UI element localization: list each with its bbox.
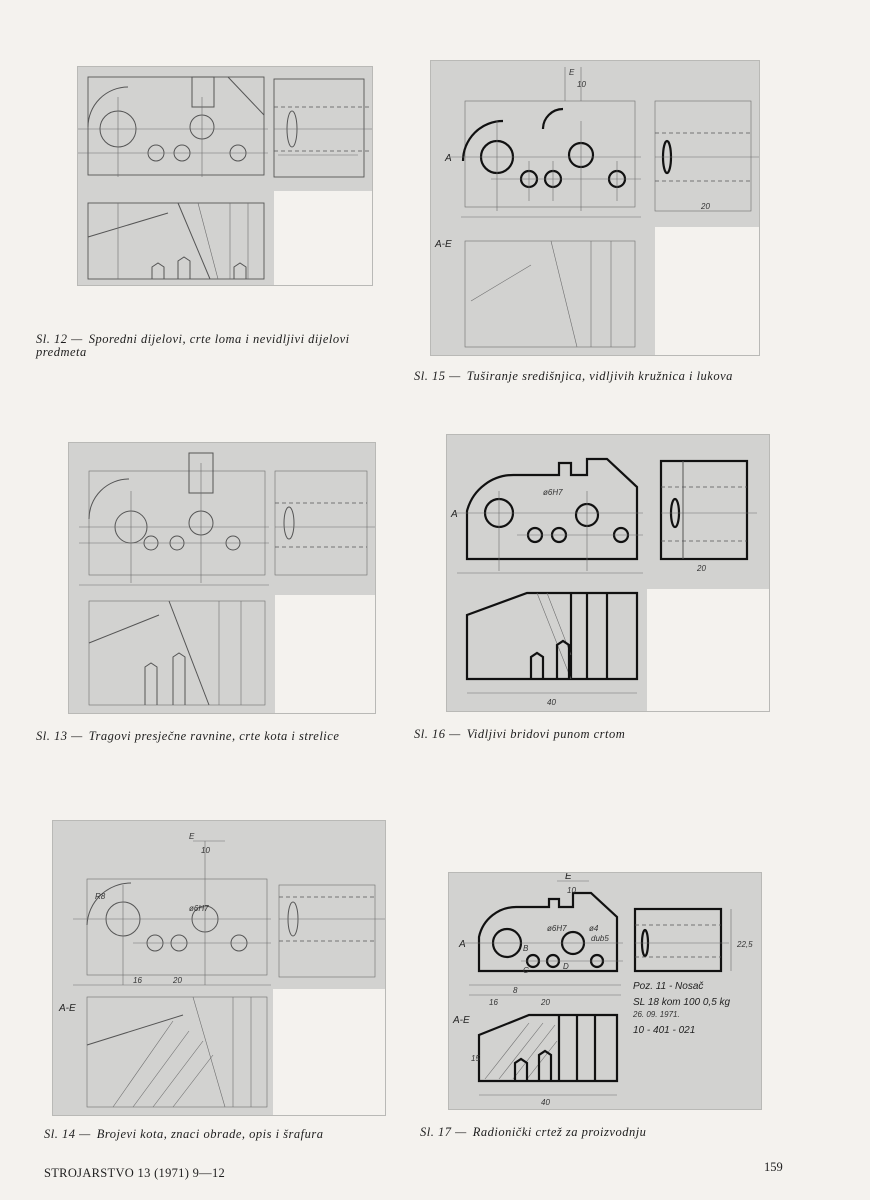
figure-15-label: Sl. 15 —: [414, 369, 461, 383]
figure-14-caption: Sl. 14 — Brojevi kota, znaci obrade, opis…: [44, 1128, 414, 1141]
fig14-fit-label: ø6H7: [189, 904, 209, 913]
fig17-point-b: B: [523, 944, 529, 953]
figure-12-caption-text: Sporedni dijelovi, crte loma i nevidljiv…: [36, 332, 350, 359]
figure-17-drawing: E 10 A B C D ø6H7 ø4 dub5 8 16 20 22,5 A…: [448, 872, 762, 1110]
page-number: 159: [764, 1160, 783, 1174]
fig16-view-a-label: A: [450, 509, 458, 520]
fig17-dim-225: 22,5: [736, 940, 753, 949]
figure-12-label: Sl. 12 —: [36, 332, 83, 346]
fig17-dim-16: 16: [489, 998, 498, 1007]
figure-12-drawing: [77, 66, 373, 286]
fig17-dim-8: 8: [513, 986, 518, 995]
figure-16-caption: Sl. 16 — Vidljivi bridovi punom crtom: [414, 728, 774, 741]
fig17-bore-label: ø4: [589, 924, 599, 933]
fig14-dim-e: E: [189, 832, 195, 841]
fig16-dim-40: 40: [547, 698, 556, 707]
fig17-point-d: D: [563, 962, 569, 971]
fig14-dim-16: 16: [133, 976, 142, 985]
title-block-number: 10 - 401 - 021: [633, 1025, 695, 1036]
fig17-section-label: A-E: [452, 1015, 470, 1026]
figure-14-label: Sl. 14 —: [44, 1127, 91, 1141]
fig17-dim-15: 15: [471, 1054, 480, 1063]
fig17-dim-10: 10: [567, 886, 576, 895]
fig15-section-label: A-E: [434, 239, 452, 250]
fig15-dim-e: E: [569, 68, 575, 77]
figure-12-caption: Sl. 12 —Sporedni dijelovi, crte loma i n…: [36, 333, 386, 359]
fig15-view-a-label: A: [444, 153, 452, 164]
journal-footer: STROJARSTVO 13 (1971) 9—12: [44, 1166, 226, 1180]
figure-16-caption-text: Vidljivi bridovi punom crtom: [466, 727, 626, 741]
figure-16-label: Sl. 16 —: [414, 727, 461, 741]
fig14-section-label: A-E: [58, 1003, 76, 1014]
title-block-position: Poz. 11 - Nosač: [633, 981, 703, 992]
fig17-point-c: C: [523, 966, 529, 975]
figure-15-caption-text: Tuširanje središnjica, vidljivih kružnic…: [466, 369, 733, 383]
figure-17-label: Sl. 17 —: [420, 1125, 467, 1139]
fig14-dim-20: 20: [172, 976, 182, 985]
figure-17-caption: Sl. 17 — Radionički crtež za proizvodnju: [420, 1126, 780, 1139]
fig17-depth-label: dub5: [591, 934, 609, 943]
fig15-dim-10: 10: [577, 80, 586, 89]
title-block-spec: SL 18 kom 100 0,5 kg: [633, 997, 731, 1008]
figure-15-drawing: A A-E E 10 20: [430, 60, 760, 356]
figure-13-label: Sl. 13 —: [36, 729, 83, 743]
figure-14-drawing: E 10 R8 ø6H7 A-E 16 20: [52, 820, 386, 1116]
fig14-r8: R8: [95, 892, 106, 901]
figure-17-caption-text: Radionički crtež za proizvodnju: [472, 1125, 647, 1139]
title-block-date: 26. 09. 1971.: [632, 1010, 680, 1019]
figure-15-caption: Sl. 15 — Tuširanje središnjica, vidljivih…: [414, 370, 784, 383]
figure-16-drawing: A ø6H7 40 20: [446, 434, 770, 712]
fig17-fit-label: ø6H7: [547, 924, 567, 933]
figure-13-caption-text: Tragovi presječne ravnine, crte kota i s…: [88, 729, 340, 743]
fig17-dim-20: 20: [540, 998, 550, 1007]
fig16-fit-label: ø6H7: [543, 488, 563, 497]
fig15-dim-20: 20: [700, 202, 710, 211]
figure-13-caption: Sl. 13 — Tragovi presječne ravnine, crte …: [36, 730, 398, 743]
fig17-dim-e: E: [565, 873, 572, 882]
figure-14-caption-text: Brojevi kota, znaci obrade, opis i šrafu…: [96, 1127, 324, 1141]
fig16-dim-20: 20: [696, 564, 706, 573]
fig17-view-a-label: A: [458, 939, 466, 950]
fig14-dim-10: 10: [201, 846, 210, 855]
fig17-dim-40: 40: [541, 1098, 550, 1107]
figure-13-drawing: [68, 442, 376, 714]
